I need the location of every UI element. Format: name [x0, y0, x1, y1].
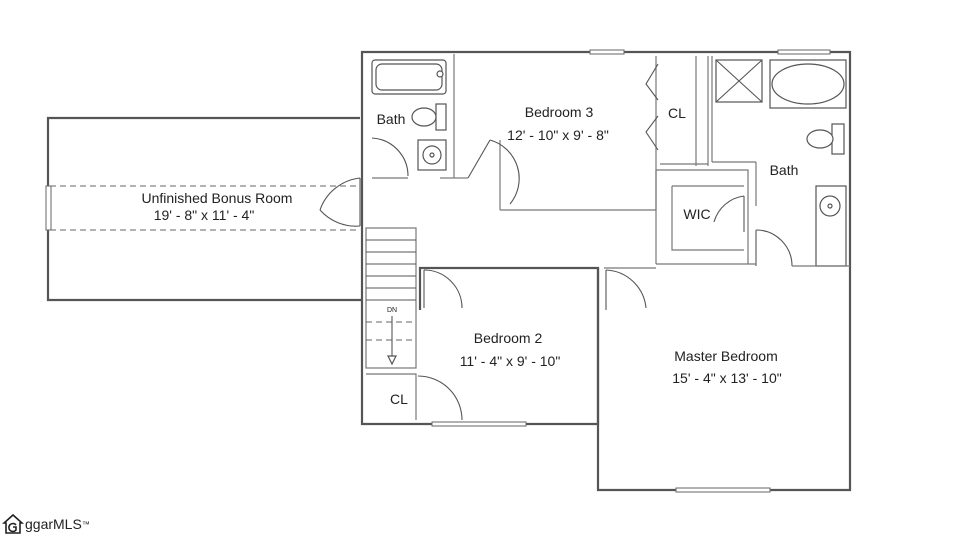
closet-b3 [645, 56, 709, 166]
wic-door-swing [713, 195, 745, 223]
logo-text: ggarMLS [25, 516, 82, 532]
bath-right-door-swing [755, 229, 793, 267]
bath-right-label: Bath [770, 162, 799, 178]
bath-left-label: Bath [377, 111, 406, 127]
master-bedroom-dims: 15' - 4" x 13' - 10" [672, 370, 781, 386]
master-bedroom-room [596, 267, 852, 493]
window-b2 [431, 421, 527, 427]
wic-label: WIC [683, 206, 710, 222]
stairs: DN [365, 227, 417, 369]
bedroom-3-name: Bedroom 3 [525, 104, 594, 120]
bath-right-room [711, 56, 850, 267]
window-top-bath [777, 49, 831, 55]
closet-b3-bifold-bottom [645, 115, 659, 151]
closet-b3-bifold-top [645, 63, 659, 101]
bedroom-2-door-swing [423, 269, 463, 309]
bonus-room-dims: 19' - 8" x 11' - 4" [154, 207, 255, 223]
north-walls [360, 49, 852, 300]
bonus-room-name: Unfinished Bonus Room [142, 190, 293, 206]
stairs-direction-label: DN [387, 307, 397, 314]
master-bedroom-name: Master Bedroom [674, 348, 777, 364]
bedroom-3-dims: 12' - 10" x 9' - 8" [507, 127, 609, 143]
window-master [675, 487, 771, 493]
closet-stair-label: CL [390, 391, 408, 407]
window-top-b3 [589, 49, 625, 55]
bonus-window [45, 185, 52, 231]
bedroom-2-dims: 11' - 4" x 9' - 10" [460, 353, 561, 369]
toilet-tank-left [435, 103, 447, 131]
bonus-room [45, 116, 362, 302]
bath-left-door-swing [371, 137, 409, 177]
bath-left-room [371, 54, 455, 179]
toilet-right [806, 129, 834, 149]
closet-b3-label: CL [668, 105, 686, 121]
closet-stair-door-swing [417, 375, 463, 421]
house-logo-icon [2, 513, 24, 534]
master-door-swing [605, 269, 647, 309]
bedroom-2-name: Bedroom 2 [474, 330, 543, 346]
bedroom-3-door-swing [489, 139, 520, 205]
logo-trademark: ™ [81, 519, 90, 529]
bonus-door-swing [319, 177, 361, 211]
wic-room [655, 169, 756, 265]
toilet-tank-right [831, 123, 845, 155]
toilet-left [411, 107, 437, 127]
